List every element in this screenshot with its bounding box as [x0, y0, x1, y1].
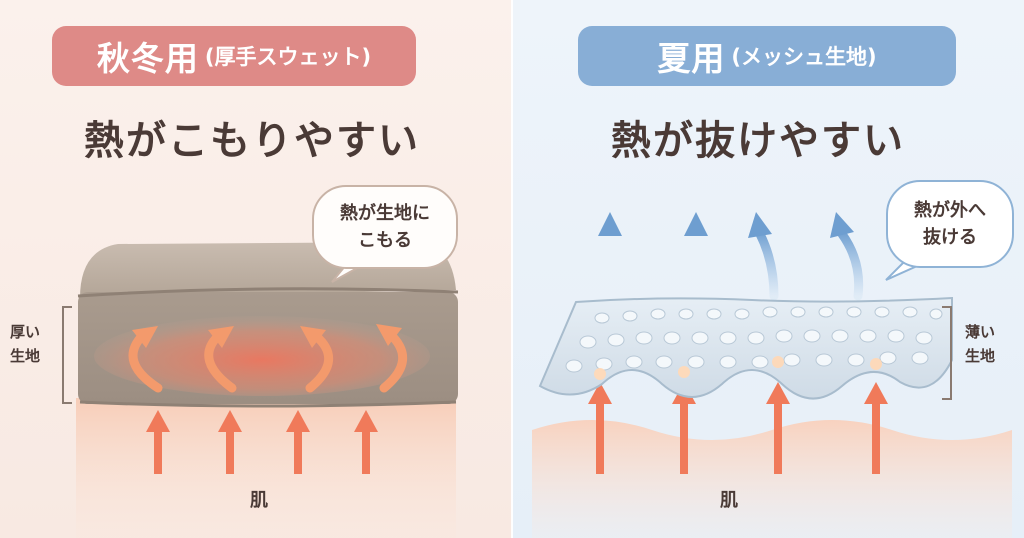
- thick-label-line2: 生地: [10, 347, 41, 365]
- winter-skin-label: 肌: [250, 490, 268, 511]
- summer-speech-bubble: 熱が外へ 抜ける: [886, 180, 1014, 268]
- thickness-bracket: [62, 306, 72, 404]
- heat-arrow-4: [864, 382, 888, 474]
- curl-arrow-1: [128, 331, 163, 393]
- thick-label-line1: 厚い: [10, 323, 41, 341]
- skin-area: [532, 420, 1012, 538]
- winter-badge: 秋冬用 (厚手スウェット): [52, 26, 416, 86]
- thin-label-line1: 薄い: [965, 323, 996, 341]
- summer-badge-subtitle: (メッシュ生地): [731, 45, 877, 69]
- heat-arrow-2: [218, 410, 242, 474]
- winter-panel: 秋冬用 (厚手スウェット) 熱がこもりやすい 熱が生地に こもる 厚い 生地 肌: [0, 0, 512, 538]
- winter-illustration: [76, 242, 459, 538]
- fleece-edge: [77, 287, 459, 298]
- winter-badge-subtitle: (厚手スウェット): [204, 45, 372, 69]
- heat-arrow-4: [354, 410, 378, 474]
- summer-headline: 熱が抜けやすい: [611, 118, 905, 164]
- heat-arrow-3: [766, 382, 790, 474]
- winter-bubble-line2: こもる: [358, 230, 412, 251]
- summer-bubble-line2: 抜ける: [923, 227, 977, 248]
- winter-badge-title: 秋冬用: [96, 39, 199, 78]
- escape-arrow-4: [837, 229, 864, 301]
- summer-badge: 夏用 (メッシュ生地): [578, 26, 956, 86]
- winter-headline: 熱がこもりやすい: [84, 118, 420, 164]
- curl-arrow-4: [379, 329, 408, 393]
- thick-fabric-label: 厚い 生地: [10, 320, 40, 368]
- thin-label-line2: 生地: [965, 347, 996, 365]
- escape-arrow-3: [755, 229, 779, 301]
- mesh-fabric: [538, 296, 953, 400]
- heat-arrow-1: [588, 382, 612, 474]
- skin-area: [76, 398, 456, 538]
- summer-skin-label: 肌: [720, 490, 738, 511]
- trapped-heat-glow: [94, 316, 430, 396]
- summer-illustration: [532, 212, 1012, 538]
- winter-bubble-line1: 熱が生地に: [340, 203, 430, 224]
- heat-arrow-3: [286, 410, 310, 474]
- curl-arrow-2: [204, 331, 237, 393]
- thinness-bracket: [942, 306, 952, 400]
- panel-divider: [511, 0, 513, 538]
- winter-speech-bubble: 熱が生地に こもる: [312, 185, 458, 269]
- curl-arrow-3: [305, 331, 334, 393]
- heat-arrow-1: [146, 410, 170, 474]
- summer-bubble-line1: 熱が外へ: [914, 200, 986, 221]
- thin-fabric-label: 薄い 生地: [965, 320, 995, 368]
- mesh-holes: [565, 306, 943, 373]
- summer-panel: 夏用 (メッシュ生地) 熱が抜けやすい 熱が外へ 抜ける 薄い 生地 肌: [512, 0, 1024, 538]
- summer-badge-title: 夏用: [657, 39, 726, 78]
